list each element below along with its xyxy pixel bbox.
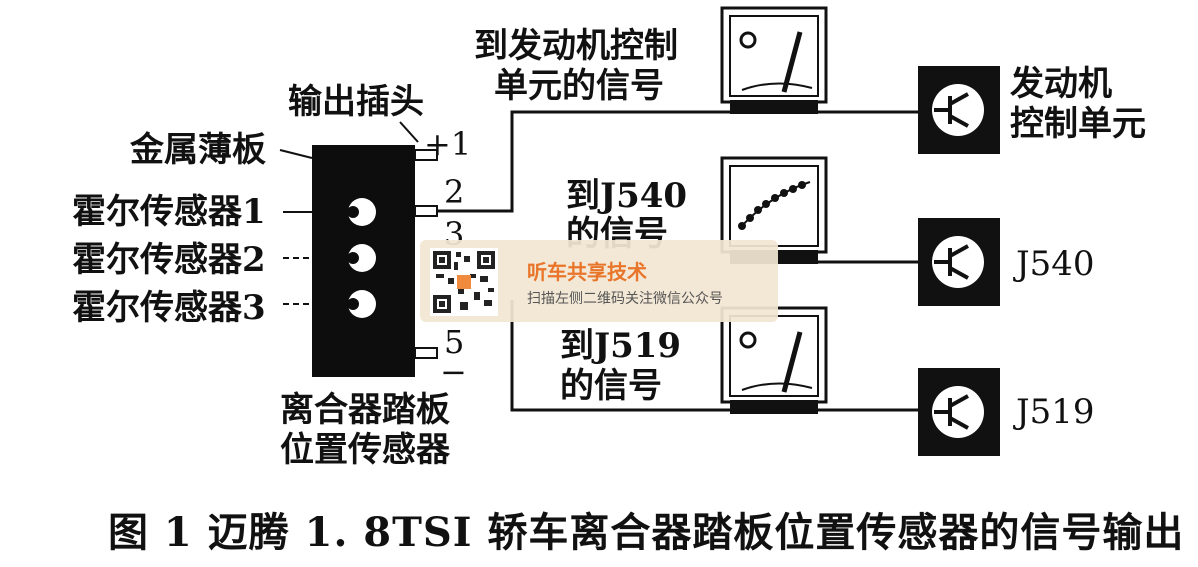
left-leader-lines	[279, 121, 419, 305]
metal-plate-label: 金属薄板	[130, 130, 266, 170]
sensor-name-line1: 离合器踏板	[280, 390, 450, 430]
signal-j519-line1: 到J519	[560, 326, 682, 366]
hall-sensor-1-label: 霍尔传感器1	[72, 192, 266, 232]
j519-label: J519	[1016, 392, 1095, 432]
ecu-label-line1: 发动机	[1010, 64, 1112, 104]
output-plug-label: 输出插头	[288, 82, 424, 122]
signal-ecu-line1: 到发动机控制	[474, 26, 678, 66]
watermark-banner: 听车共享技术 扫描左侧二维码关注微信公众号	[420, 240, 778, 322]
hall-sensor-dot-3	[347, 290, 376, 318]
hall-sensor-dot-2	[347, 244, 376, 272]
meter-icon-j540	[720, 156, 828, 264]
signal-j519-line2: 的信号	[560, 366, 662, 406]
qr-code-icon	[430, 248, 498, 316]
transistor-icon-ecu	[918, 66, 1000, 154]
pin-2-label: 2	[444, 173, 465, 211]
transistor-icon-j540	[918, 218, 1000, 306]
meter-icon-j519	[720, 306, 828, 414]
signal-j540-line1: 到J540	[566, 176, 688, 216]
watermark-title: 听车共享技术	[527, 260, 647, 284]
hall-sensor-3-label: 霍尔传感器3	[72, 288, 266, 328]
hall-sensor-2-label: 霍尔传感器2	[72, 240, 266, 280]
transistor-icon-j519	[918, 368, 1000, 456]
ecu-label-line2: 控制单元	[1010, 104, 1146, 144]
watermark-subtitle: 扫描左侧二维码关注微信公众号	[527, 291, 723, 307]
pin-1-label: +1	[424, 125, 472, 163]
pin-5-label: 5	[444, 323, 465, 361]
signal-ecu-line2: 单元的信号	[494, 66, 664, 106]
hall-sensor-dot-1	[347, 198, 376, 226]
figure-caption: 图 1 迈腾 1. 8TSI 轿车离合器踏板位置传感器的信号输出	[108, 509, 1185, 556]
meter-icon-ecu	[720, 6, 828, 114]
sensor-name-line2: 位置传感器	[280, 430, 450, 470]
j540-label: J540	[1016, 244, 1095, 284]
pin-minus-label: −	[440, 353, 467, 391]
